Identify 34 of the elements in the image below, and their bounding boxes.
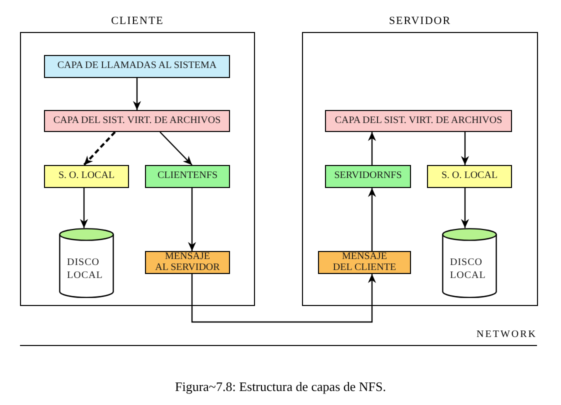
arrow	[191, 274, 376, 323]
arrow	[188, 188, 196, 251]
layer-box	[145, 165, 230, 188]
arrow	[83, 131, 116, 166]
layer-label: S. O. LOCAL	[58, 171, 115, 182]
layer-box	[318, 251, 411, 274]
disk-label: DISCO LOCAL	[450, 256, 487, 282]
layer-label: MENSAJE AL SERVIDOR	[155, 252, 220, 273]
figure-caption: Figura~7.8: Estructura de capas de NFS.	[174, 378, 386, 396]
layer-box	[44, 110, 230, 132]
layer-label: SERVIDORNFS	[334, 171, 402, 182]
disk-label: DISCO LOCAL	[67, 256, 104, 282]
arrow	[160, 132, 192, 166]
network-label: NETWORK	[476, 328, 537, 342]
layer-label: CAPA DEL SIST. VIRT. DE ARCHIVOS	[53, 116, 221, 126]
layer-box	[325, 165, 411, 188]
layer-box	[44, 55, 230, 78]
arrow	[460, 132, 470, 165]
arrow	[368, 132, 376, 165]
arrow	[368, 188, 376, 251]
layer-label: MENSAJE DEL CLIENTE	[332, 252, 396, 273]
layer-box	[427, 165, 512, 188]
panel-title: SERVIDOR	[388, 14, 452, 29]
arrow	[460, 188, 470, 228]
arrow	[80, 188, 88, 228]
layer-label: CAPA DE LLAMADAS AL SISTEMA	[57, 61, 217, 72]
layer-label: S. O. LOCAL	[441, 171, 498, 182]
layer-box	[145, 251, 230, 274]
layer-label: CLIENTENFS	[158, 171, 218, 182]
panel-title: CLIENTE	[111, 14, 164, 29]
arrow	[132, 78, 142, 110]
layer-box	[325, 110, 512, 132]
layer-label: CAPA DEL SIST. VIRT. DE ARCHIVOS	[334, 116, 502, 126]
layer-box	[44, 165, 129, 188]
